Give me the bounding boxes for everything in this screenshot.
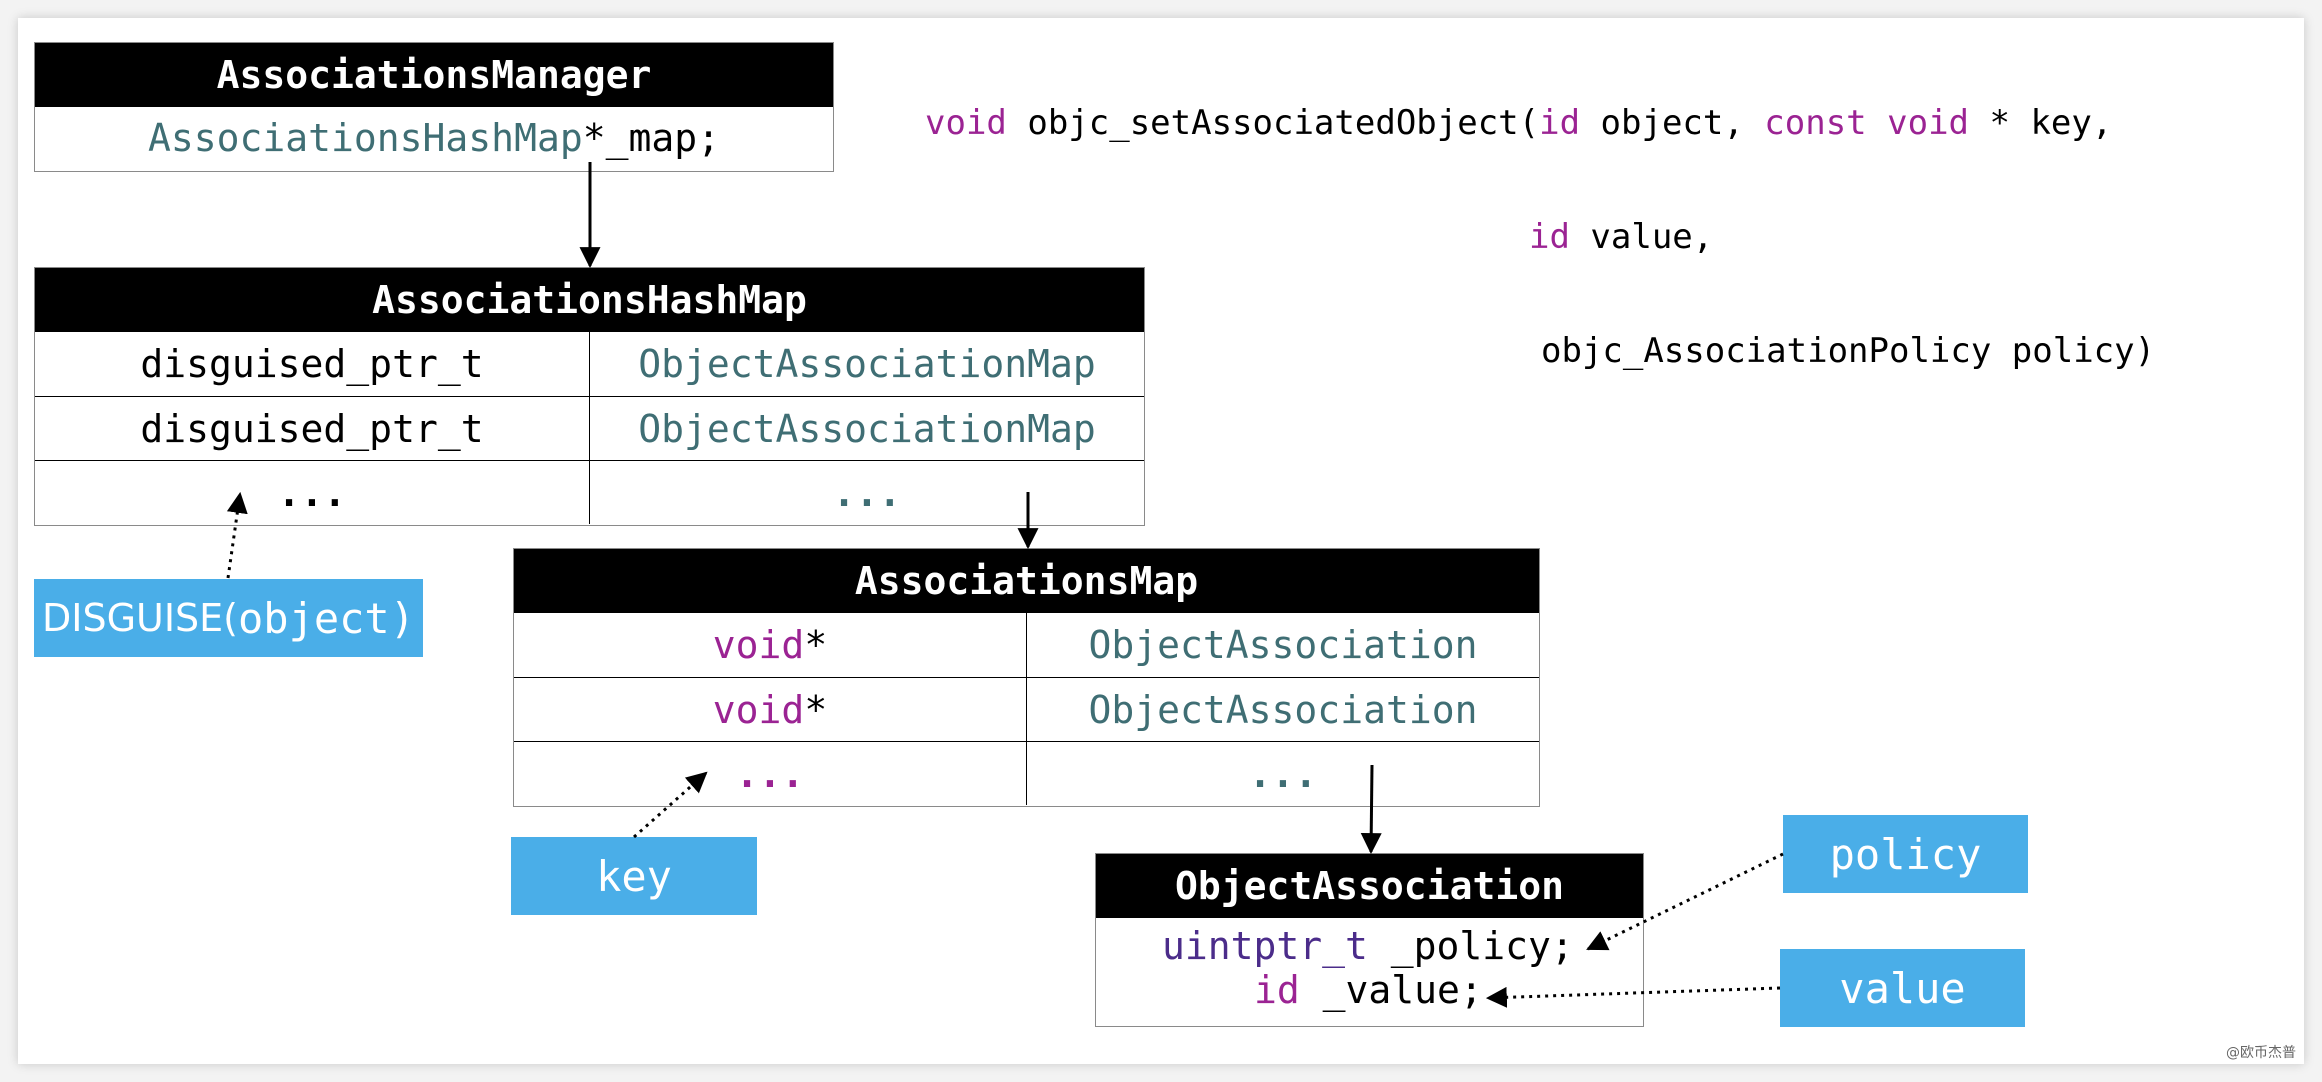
table-row: disguised_ptr_t ObjectAssociationMap bbox=[35, 396, 1144, 460]
associations-map-table: AssociationsMap void * ObjectAssociation… bbox=[513, 548, 1540, 807]
object-association-fields: uintptr_t _policy; id _value; bbox=[1096, 918, 1643, 1012]
hashmap-value-cell: ObjectAssociationMap bbox=[589, 397, 1144, 460]
amap-to-oassoc-arrow bbox=[1360, 764, 1382, 855]
associations-hashmap-title: AssociationsHashMap bbox=[35, 268, 1144, 332]
associations-manager-field: AssociationsHashMap *_map; bbox=[148, 116, 720, 160]
function-signature: void objc_setAssociatedObject(id object,… bbox=[925, 28, 2155, 408]
amap-key-cell: void * bbox=[712, 623, 828, 667]
hashmap-key-cell: disguised_ptr_t bbox=[140, 342, 484, 386]
signature-line-1: void objc_setAssociatedObject(id object,… bbox=[925, 103, 2113, 143]
table-row: disguised_ptr_t ObjectAssociationMap bbox=[35, 332, 1144, 396]
signature-line-2: id value, bbox=[1529, 217, 1714, 257]
associations-manager-title: AssociationsManager bbox=[35, 43, 833, 107]
table-row: void * ObjectAssociation bbox=[514, 613, 1539, 677]
amap-value-cell: ... bbox=[1026, 742, 1539, 805]
key-pointer bbox=[633, 771, 708, 839]
table-row: ... ... bbox=[514, 741, 1539, 805]
signature-line-3: objc_AssociationPolicy policy) bbox=[1541, 331, 2156, 371]
associations-hashmap-table: AssociationsHashMap disguised_ptr_t Obje… bbox=[34, 267, 1145, 526]
amap-value-cell: ObjectAssociation bbox=[1026, 678, 1539, 741]
hashmap-value-cell: ... bbox=[589, 461, 1144, 524]
key-tag: key bbox=[511, 837, 757, 915]
amap-key-cell: void * bbox=[712, 687, 828, 732]
hashmap-key-cell: ... bbox=[277, 470, 347, 515]
object-association-title: ObjectAssociation bbox=[1096, 854, 1643, 918]
table-row: void * ObjectAssociation bbox=[514, 677, 1539, 741]
object-association-box: ObjectAssociation uintptr_t _policy; id … bbox=[1095, 853, 1644, 1027]
hashmap-key-cell: disguised_ptr_t bbox=[140, 406, 484, 451]
watermark: @欧币杰普 bbox=[2226, 1045, 2296, 1061]
value-pointer bbox=[1485, 986, 1781, 1008]
associations-manager-box: AssociationsManager AssociationsHashMap … bbox=[34, 42, 834, 172]
amap-key-cell: ... bbox=[735, 751, 805, 796]
table-row: ... ... bbox=[35, 460, 1144, 524]
policy-tag: policy bbox=[1783, 815, 2028, 893]
policy-pointer bbox=[1586, 852, 1784, 951]
associations-map-title: AssociationsMap bbox=[514, 549, 1539, 613]
disguise-pointer bbox=[226, 491, 248, 579]
hashmap-value-cell: ObjectAssociationMap bbox=[589, 332, 1144, 396]
value-tag: value bbox=[1780, 949, 2025, 1027]
disguise-object-tag: DISGUISE(object) bbox=[34, 579, 423, 657]
policy-field: uintptr_t _policy; bbox=[1162, 924, 1574, 968]
value-field: id _value; bbox=[1254, 968, 1483, 1012]
amap-value-cell: ObjectAssociation bbox=[1026, 613, 1539, 677]
